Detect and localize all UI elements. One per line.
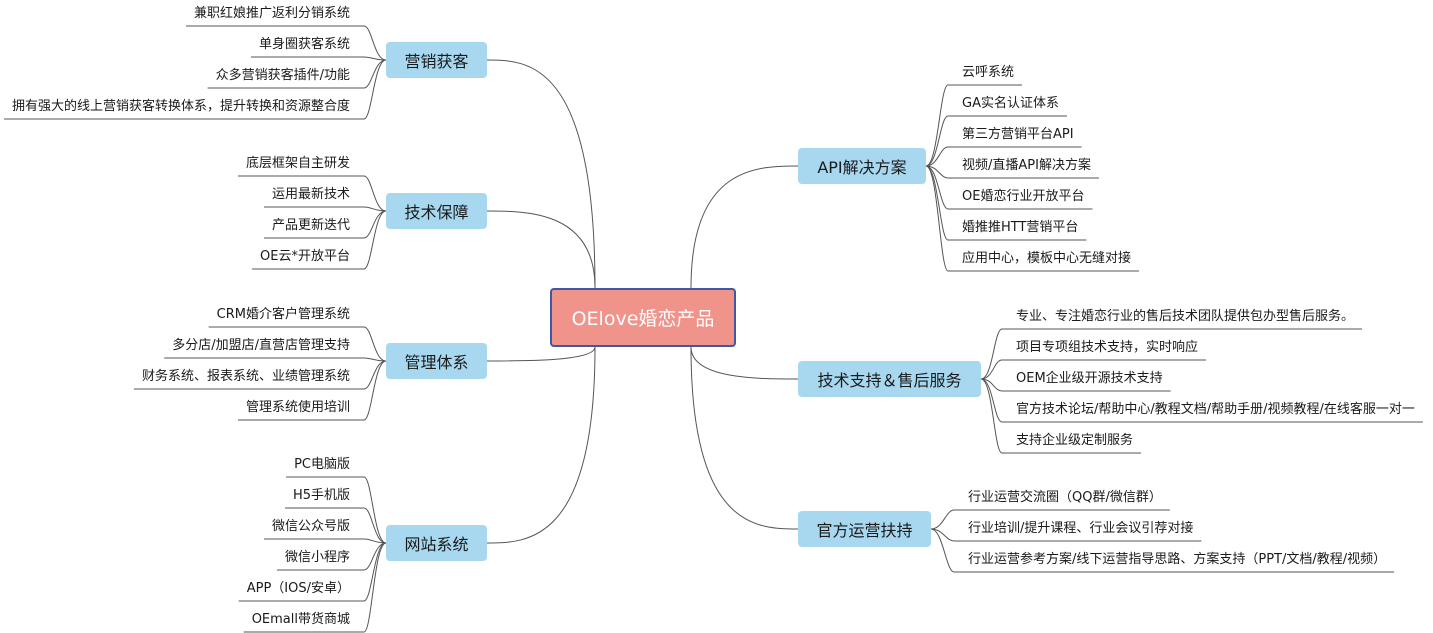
leaf-item: 微信公众号版 bbox=[271, 519, 350, 534]
leaf-connector bbox=[238, 542, 387, 602]
leaf-connector bbox=[925, 165, 1140, 272]
leaf-connector bbox=[286, 476, 387, 544]
leaf-item: 多分店/加盟店/直营店管理支持 bbox=[172, 338, 350, 353]
branch-management[interactable]: 管理体系 bbox=[386, 343, 487, 379]
leaf-item: 众多营销获客插件/功能 bbox=[215, 68, 350, 83]
leaf-connector bbox=[930, 528, 1202, 542]
branch-label: 官方运营扶持 bbox=[816, 521, 913, 540]
leaf-connector bbox=[133, 360, 387, 390]
leaf-item: 微信小程序 bbox=[284, 550, 350, 565]
leaf-connector bbox=[237, 175, 387, 212]
root-connector bbox=[690, 346, 799, 380]
leaf-connector bbox=[243, 542, 387, 633]
leaf-item: 财务系统、报表系统、业绩管理系统 bbox=[141, 369, 350, 384]
leaf-connector bbox=[263, 210, 387, 239]
leaf-item: H5手机版 bbox=[292, 488, 350, 503]
leaf-item: 专业、专注婚恋行业的售后技术团队提供包办型售后服务。 bbox=[1016, 309, 1355, 324]
leaf-item: 官方技术论坛/帮助中心/教程文档/帮助手册/视频教程/在线客服一对一 bbox=[1016, 402, 1415, 417]
branch-label: 管理体系 bbox=[404, 353, 469, 372]
branch-api[interactable]: API解决方案 bbox=[798, 148, 926, 184]
leaf-connector bbox=[925, 146, 1082, 167]
leaf-connector bbox=[252, 210, 387, 270]
leaf-connector bbox=[925, 115, 1067, 167]
leaf-item: OE婚恋行业开放平台 bbox=[962, 189, 1085, 204]
branch-website[interactable]: 网站系统 bbox=[386, 525, 487, 561]
branch-marketing[interactable]: 营销获客 bbox=[386, 42, 487, 78]
leaf-item: OE云*开放平台 bbox=[260, 249, 350, 264]
root-connector bbox=[486, 346, 596, 544]
root-connector bbox=[690, 165, 799, 289]
leaf-item: 婚推推HTT营销平台 bbox=[962, 220, 1079, 235]
leaf-item: 应用中心，模板中心无缝对接 bbox=[962, 251, 1132, 266]
branch-operation[interactable]: 官方运营扶持 bbox=[798, 511, 931, 547]
leaf-connector bbox=[185, 25, 387, 61]
branch-tech-guarantee[interactable]: 技术保障 bbox=[386, 193, 487, 229]
branch-label: 技术保障 bbox=[404, 203, 469, 222]
leaf-connector bbox=[930, 509, 1170, 530]
leaf-item: 产品更新迭代 bbox=[271, 218, 350, 233]
leaf-item: OEM企业级开源技术支持 bbox=[1016, 371, 1163, 386]
leaf-connector bbox=[250, 56, 387, 61]
leaf-item: GA实名认证体系 bbox=[962, 96, 1059, 111]
leaf-item: 单身圈获客系统 bbox=[258, 37, 350, 52]
leaf-connector bbox=[208, 326, 387, 362]
leaf-connector bbox=[263, 206, 387, 212]
leaf-connector bbox=[276, 542, 387, 571]
leaf-connector bbox=[237, 360, 387, 421]
leaf-connector bbox=[980, 378, 1142, 454]
leaf-item: CRM婚介客户管理系统 bbox=[216, 307, 350, 322]
branch-label: 技术支持＆售后服务 bbox=[817, 371, 962, 390]
leaf-item: 运用最新技术 bbox=[271, 187, 350, 202]
leaf-item: 视频/直播API解决方案 bbox=[962, 158, 1091, 173]
leaf-connector bbox=[3, 59, 387, 120]
leaf-item: 支持企业级定制服务 bbox=[1016, 433, 1134, 448]
leaf-connector bbox=[263, 538, 387, 544]
leaf-item: 项目专项组技术支持，实时响应 bbox=[1016, 340, 1199, 355]
leaf-connector bbox=[980, 359, 1207, 380]
branch-support[interactable]: 技术支持＆售后服务 bbox=[798, 361, 981, 397]
leaf-item: 行业运营参考方案/线下运营指导思路、方案支持（PPT/文档/教程/视频） bbox=[968, 552, 1387, 567]
leaf-item: OEmall带货商城 bbox=[251, 612, 350, 627]
leaf-item: 拥有强大的线上营销获客转换体系，提升转换和资源整合度 bbox=[11, 99, 350, 114]
branch-label: API解决方案 bbox=[817, 158, 907, 177]
leaf-item: 第三方营销平台API bbox=[962, 127, 1074, 142]
leaf-connector bbox=[980, 378, 1171, 392]
root-node[interactable]: OElove婚恋产品 bbox=[550, 288, 736, 347]
leaf-item: 底层框架自主研发 bbox=[245, 156, 350, 171]
leaf-item: 行业培训/提升课程、行业会议引荐对接 bbox=[968, 521, 1194, 536]
leaf-connector bbox=[930, 528, 1395, 573]
leaf-item: 云呼系统 bbox=[962, 65, 1015, 80]
branch-label: 营销获客 bbox=[404, 52, 469, 71]
leaf-connector bbox=[207, 59, 387, 89]
leaf-item: 兼职红娘推广返利分销系统 bbox=[193, 6, 350, 21]
root-connector bbox=[486, 59, 596, 289]
root-connector bbox=[486, 210, 596, 289]
leaf-connector bbox=[925, 165, 1099, 179]
leaf-connector bbox=[164, 357, 387, 362]
leaf-item: 管理系统使用培训 bbox=[245, 400, 350, 415]
root-connector bbox=[486, 346, 596, 362]
leaf-connector bbox=[980, 328, 1363, 380]
leaf-connector bbox=[284, 507, 387, 544]
leaf-connector bbox=[925, 84, 1023, 167]
root-label: OElove婚恋产品 bbox=[571, 308, 715, 330]
leaf-item: PC电脑版 bbox=[294, 457, 350, 472]
root-connector bbox=[690, 346, 799, 530]
leaf-item: APP（IOS/安卓） bbox=[246, 581, 350, 596]
leaf-item: 行业运营交流圈（QQ群/微信群） bbox=[968, 490, 1162, 505]
branch-label: 网站系统 bbox=[404, 535, 469, 554]
